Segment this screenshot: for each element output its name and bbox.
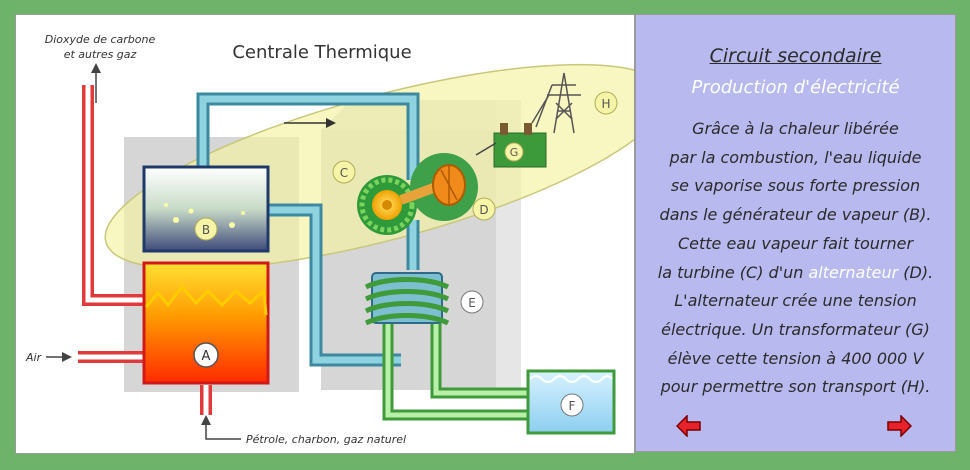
thermal-plant-diagram: A B C D E F G H Centrale — [25, 33, 634, 446]
body-line: la turbine (C) d'un alternateur (D). — [642, 259, 949, 288]
marker-b: B — [194, 217, 218, 241]
arrow-left-icon — [675, 414, 701, 438]
diagram-title: Centrale Thermique — [232, 42, 411, 63]
panel-body: Grâce à la chaleur libérée par la combus… — [642, 115, 949, 402]
svg-text:B: B — [202, 223, 210, 237]
marker-f: F — [560, 393, 584, 417]
next-button[interactable] — [886, 414, 913, 438]
air-arrow — [46, 352, 72, 362]
flames — [144, 284, 268, 316]
marker-a: A — [193, 342, 219, 368]
exhaust-arrow — [91, 63, 101, 103]
svg-text:G: G — [510, 146, 519, 159]
body-line: Cette eau vapeur fait tourner — [677, 233, 914, 253]
body-line: L'alternateur crée une tension — [674, 291, 917, 311]
exhaust-label-line1: Dioxyde de carbone — [45, 33, 156, 46]
body-line: élève cette tension à 400 000 V — [667, 348, 924, 368]
exhaust-pipe — [82, 85, 156, 306]
svg-text:C: C — [340, 166, 348, 180]
body-line: dans le générateur de vapeur (B). — [659, 205, 932, 225]
alternator — [399, 153, 478, 221]
body-line: électrique. Un transformateur (G) — [661, 319, 930, 339]
flow-arrow — [284, 118, 336, 128]
alternator-link[interactable]: alternateur — [808, 262, 899, 282]
marker-e: E — [460, 290, 484, 314]
diagram-panel: A B C D E F G H Centrale — [15, 14, 635, 454]
arrow-right-icon — [887, 414, 913, 438]
fuel-arrow — [201, 415, 241, 440]
air-label: Air — [25, 351, 43, 364]
body-line: se vaporise sous forte pression — [670, 176, 921, 196]
body-line: par la combustion, l'eau liquide — [669, 147, 922, 167]
body-line: pour permettre son transport (H). — [660, 377, 931, 397]
svg-text:H: H — [601, 97, 610, 111]
marker-g: G — [504, 142, 524, 162]
steam-pipe — [196, 92, 420, 367]
body-text-fragment: (D). — [898, 262, 934, 282]
cooling-pipe — [382, 315, 531, 421]
svg-text:F: F — [569, 399, 576, 413]
svg-text:E: E — [468, 296, 476, 310]
svg-text:D: D — [479, 203, 488, 217]
body-text-fragment: la turbine (C) d'un — [657, 262, 809, 282]
fuel-label: Pétrole, charbon, gaz naturel — [246, 433, 406, 446]
marker-c: C — [332, 160, 356, 184]
svg-text:A: A — [202, 349, 211, 364]
condenser — [364, 272, 450, 326]
explanation-panel: Circuit secondaire Production d'électric… — [635, 14, 956, 452]
marker-h: H — [594, 91, 618, 115]
panel-subtitle: Production d'électricité — [691, 77, 900, 98]
turbine — [357, 175, 417, 235]
steam-bubbles — [164, 203, 245, 228]
body-line: Grâce à la chaleur libérée — [692, 119, 899, 138]
prev-button[interactable] — [675, 414, 702, 438]
exhaust-label-line2: et autres gaz — [64, 48, 137, 61]
marker-d: D — [472, 197, 496, 221]
power-pylon — [531, 72, 581, 134]
panel-title: Circuit secondaire — [709, 45, 882, 67]
